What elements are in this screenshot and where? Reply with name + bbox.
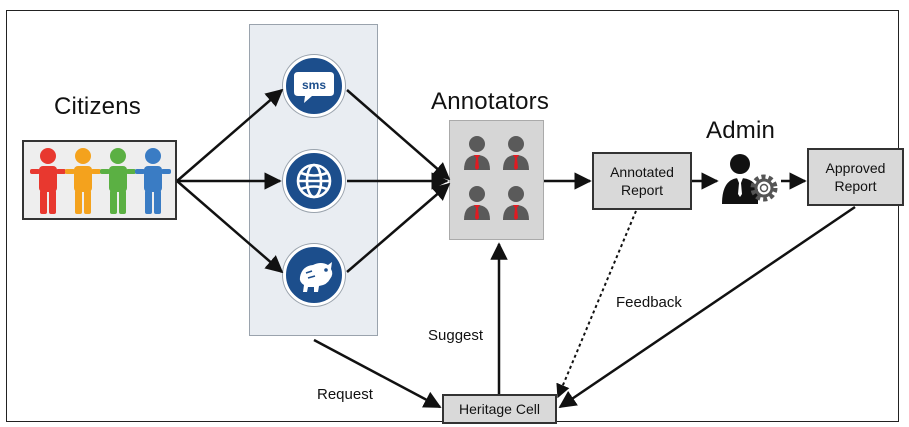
sms-text: sms xyxy=(302,78,326,92)
arrow-sms-to-annotators xyxy=(346,89,451,181)
annotated-report-line1: Annotated xyxy=(610,164,674,180)
citizens-label: Citizens xyxy=(54,93,141,120)
citizens-panel xyxy=(22,140,177,220)
arrow-feedback-dotted xyxy=(556,210,637,399)
arrow-other-to-annotators xyxy=(346,182,451,273)
globe-icon xyxy=(283,150,345,212)
approved-report-line1: Approved xyxy=(825,160,886,176)
person-orange-icon xyxy=(65,148,101,214)
suggest-label: Suggest xyxy=(428,327,484,344)
animal-logo-icon xyxy=(283,244,345,306)
citizens-people-icon xyxy=(30,148,171,214)
arrow-citizens-to-other xyxy=(176,180,284,274)
annotators-panel xyxy=(449,120,544,240)
annotators-label: Annotators xyxy=(431,88,550,115)
sms-icon: sms xyxy=(283,55,345,117)
approved-report-line2: Report xyxy=(834,178,877,194)
person-green-icon xyxy=(100,148,136,214)
annotated-report-box: Annotated Report xyxy=(592,152,692,210)
admin-gear-icon xyxy=(722,154,778,204)
request-label: Request xyxy=(317,386,373,403)
heritage-cell-label: Heritage Cell xyxy=(459,401,540,417)
admin-label: Admin xyxy=(706,117,776,144)
person-red-icon xyxy=(30,148,66,214)
arrow-citizens-to-sms xyxy=(176,88,284,182)
arrow-request-to-heritage xyxy=(313,338,442,409)
arrow-approved-to-heritage xyxy=(558,205,856,409)
person-blue-icon xyxy=(135,148,171,214)
heritage-cell-box: Heritage Cell xyxy=(442,394,557,424)
feedback-label: Feedback xyxy=(616,294,682,311)
approved-report-box: Approved Report xyxy=(807,148,904,206)
annotated-report-line2: Report xyxy=(620,182,664,198)
